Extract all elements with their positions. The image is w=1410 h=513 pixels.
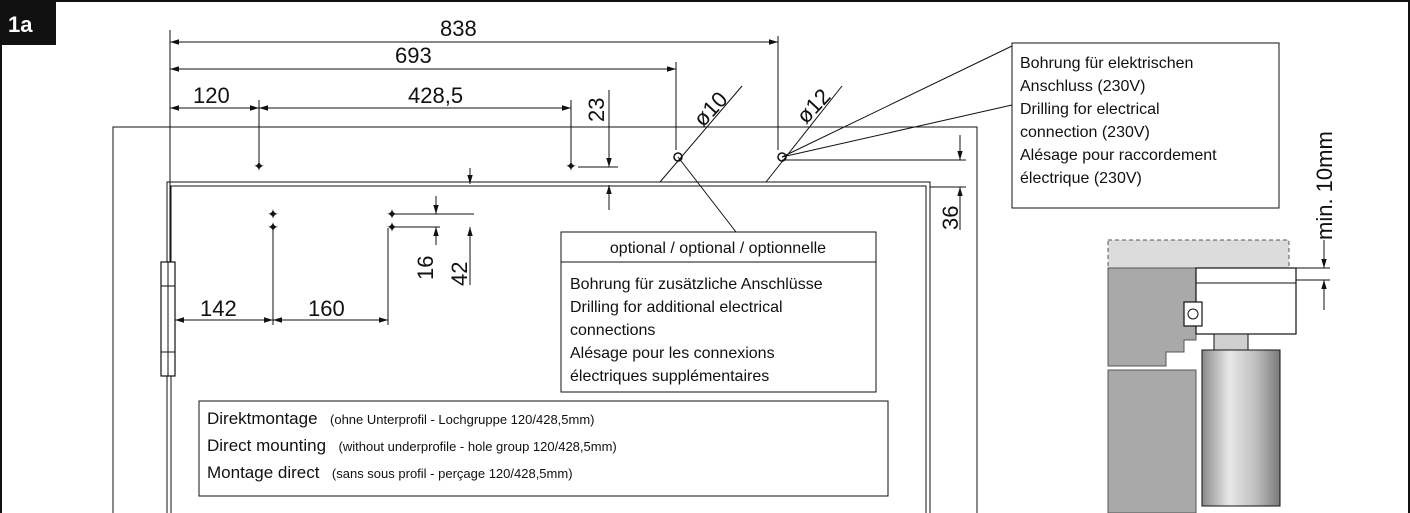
mounting-sub: (without underprofile - hole group 120/4…	[339, 439, 617, 454]
closer-section-view	[1107, 239, 1330, 513]
mounting-sub: (sans sous profil - perçage 120/428,5mm)	[332, 466, 573, 481]
electrical-note-box	[1011, 42, 1280, 209]
mounting-sub: (ohne Unterprofil - Lochgruppe 120/428,5…	[330, 412, 594, 427]
dim-838: 838	[440, 16, 477, 41]
electrical-note-line: connection (230V)	[1020, 124, 1150, 141]
electrical-note-line: électrique (230V)	[1020, 170, 1142, 187]
svg-text:✦: ✦	[386, 206, 398, 222]
drill-holes: ✦ ✦ ✦ ✦ ✦ ✦	[253, 152, 787, 235]
door-frame	[112, 126, 978, 513]
dimension-lines	[169, 30, 1013, 325]
optional-box-title: optional / optional / optionnelle	[610, 240, 826, 257]
hinge	[160, 261, 176, 377]
dim-428-5: 428,5	[408, 83, 463, 108]
optional-box	[560, 231, 877, 393]
dim-160: 160	[308, 296, 345, 321]
mounting-row: Direct mounting (without underprofile - …	[207, 436, 617, 455]
dim-16: 16	[413, 256, 438, 280]
optional-line: électriques supplémentaires	[570, 368, 769, 385]
dim-142: 142	[200, 296, 237, 321]
dim-min-10mm: min. 10mm	[1312, 131, 1337, 240]
optional-line: connections	[570, 322, 655, 339]
mounting-row: Direktmontage (ohne Unterprofil - Lochgr…	[207, 409, 595, 428]
dim-36: 36	[938, 206, 963, 230]
svg-text:✦: ✦	[386, 219, 398, 235]
figure-label: 1a	[8, 12, 33, 37]
mounting-box	[198, 400, 889, 497]
mounting-main: Montage direct	[207, 463, 320, 482]
mounting-row: Montage direct (sans sous profil - perça…	[207, 463, 573, 482]
electrical-note-line: Bohrung für elektrischen	[1020, 55, 1193, 72]
electrical-note-line: Anschluss (230V)	[1020, 78, 1145, 95]
optional-line: Drilling for additional electrical	[570, 299, 783, 316]
mounting-main: Direktmontage	[207, 409, 318, 428]
dim-693: 693	[395, 43, 432, 68]
dim-120: 120	[193, 83, 230, 108]
figure-badge	[0, 0, 56, 45]
svg-text:✦: ✦	[267, 206, 279, 222]
dim-23: 23	[584, 98, 609, 122]
svg-text:✦: ✦	[267, 219, 279, 235]
electrical-note-line: Alésage pour raccordement	[1020, 147, 1217, 164]
optional-line: Bohrung für zusätzliche Anschlüsse	[570, 276, 823, 293]
optional-line: Alésage pour les connexions	[570, 345, 775, 362]
dim-42: 42	[447, 262, 472, 286]
electrical-note-line: Drilling for electrical	[1020, 101, 1160, 118]
svg-text:✦: ✦	[565, 158, 577, 174]
dim-dia-10: ø10	[688, 87, 732, 132]
mounting-main: Direct mounting	[207, 436, 326, 455]
svg-text:✦: ✦	[253, 158, 265, 174]
dim-dia-12: ø12	[791, 84, 835, 129]
